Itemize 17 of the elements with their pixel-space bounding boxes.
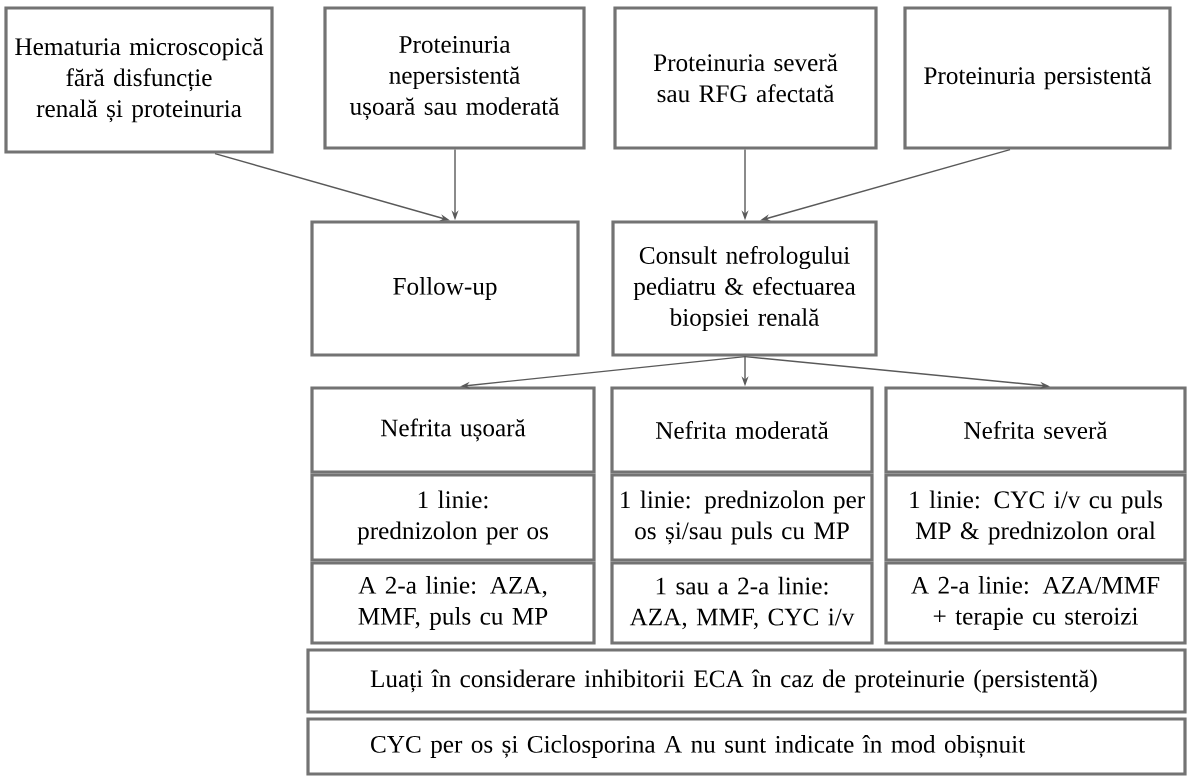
text-box: A 2-a linie: AZA/MMF + terapie cu steroizi: [884, 561, 1187, 645]
text-box: Proteinuria nepersistentă ușoară sau moderată: [323, 6, 586, 150]
text-box: Proteinuria severă sau RFG afectată: [613, 6, 878, 150]
text-box: Nefrita severă: [884, 386, 1187, 474]
text-box: Luați în considerare inhibitorii ECA în caz de proteinurie (persistentă): [306, 648, 1187, 714]
text-box: 1 linie: prednizolon per os și/sau puls cu MP: [610, 473, 874, 562]
text-box: A 2-a linie: AZA, MMF, puls cu MP: [310, 561, 596, 645]
text-box: Nefrita moderată: [610, 386, 874, 474]
text-box: 1 linie: prednizolon per os: [310, 473, 596, 562]
text-box: Follow-up: [310, 220, 580, 357]
text-box: CYC per os și Ciclosporina A nu sunt indicate în mod obișnuit: [306, 717, 1187, 776]
text-box: 1 linie: CYC i/v cu puls MP & prednizolon oral: [884, 473, 1187, 562]
text-box: Proteinuria persistentă: [903, 6, 1172, 150]
text-box: Nefrita ușoară: [310, 386, 596, 474]
text-box: 1 sau a 2-a linie: AZA, MMF, CYC i/v: [610, 561, 874, 645]
text-box: Hematuria microscopică fără disfuncție renală și proteinuria: [4, 6, 274, 154]
text-box: Consult nefrologului pediatru & efectuarea biopsiei renală: [611, 220, 878, 357]
